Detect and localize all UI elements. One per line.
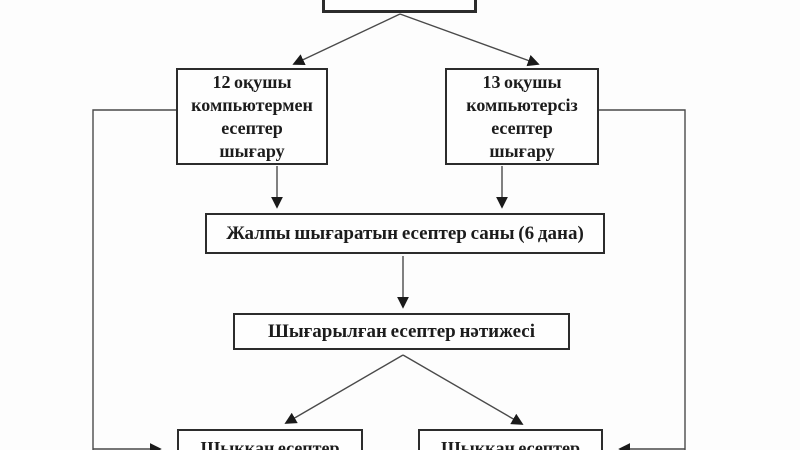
box-text: Шығарылған есептер нәтижесі — [267, 320, 536, 342]
solved-tasks-result-box: Шығарылған есептер нәтижесі — [233, 313, 570, 350]
arrow-top-to-right — [399, 13, 540, 67]
box-text-line: есептер — [491, 117, 553, 138]
arrow-top-to-left — [292, 13, 401, 66]
feedback-line-left — [92, 109, 176, 450]
total-tasks-box: Жалпы шығаратын есептер саны (6 дана) — [205, 213, 605, 254]
box-text-line: компьютермен — [191, 94, 313, 115]
box-text: Шыққан есептер — [440, 438, 581, 450]
completed-tasks-right-box: Шыққан есептер — [418, 429, 603, 450]
box-text-line: шығару — [489, 140, 555, 161]
box-text-line: шығару — [219, 140, 285, 161]
top-box — [322, 0, 477, 13]
box-text-line: компьютерсіз — [466, 94, 578, 115]
feedback-line-right — [599, 109, 686, 450]
box-text-line: 13 оқушы — [482, 71, 562, 92]
arrow-result-to-bottom-left — [284, 354, 404, 424]
box-text-line: 12 оқушы — [212, 71, 292, 92]
arrow-result-to-bottom-right — [402, 354, 524, 425]
box-text: Жалпы шығаратын есептер саны (6 дана) — [226, 222, 584, 244]
students-with-computer-box: 12 оқушы компьютермен есептер шығару — [176, 68, 328, 165]
box-text-line: есептер — [221, 117, 283, 138]
students-without-computer-box: 13 оқушы компьютерсіз есептер шығару — [445, 68, 599, 165]
box-text: Шыққан есептер — [200, 438, 340, 450]
completed-tasks-left-box: Шыққан есептер — [177, 429, 363, 450]
